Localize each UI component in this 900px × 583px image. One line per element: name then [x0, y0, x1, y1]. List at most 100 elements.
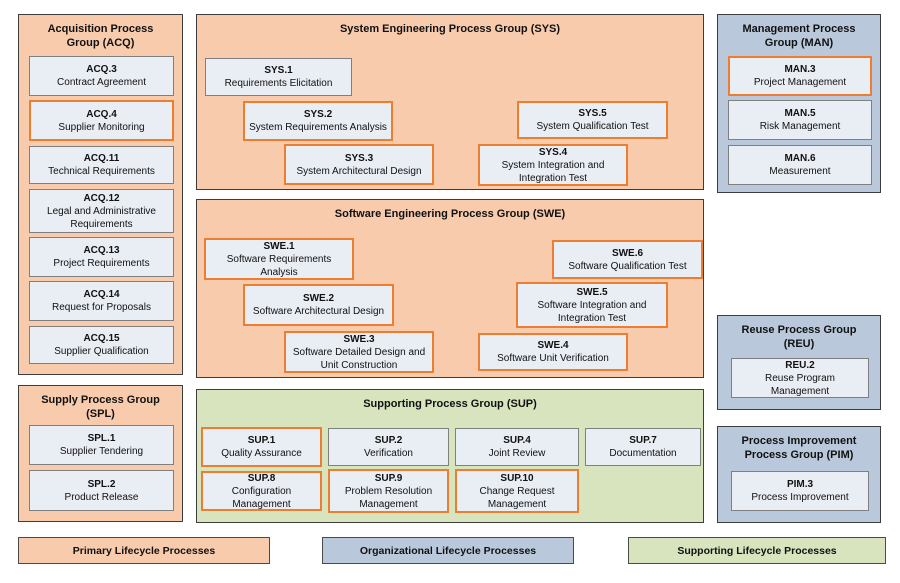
process-box-sup-10: SUP.10 Change Request Management — [455, 469, 579, 513]
legend-label: Supporting Lifecycle Processes — [677, 544, 837, 557]
process-name: Product Release — [64, 491, 139, 503]
process-box-acq-11: ACQ.11 Technical Requirements — [29, 146, 174, 184]
process-name: Software Integration and Integration Tes… — [537, 299, 647, 324]
process-name: Requirements Elicitation — [224, 78, 333, 89]
process-box-man-6: MAN.6 Measurement — [728, 145, 872, 185]
process-box-sys-2: SYS.2 System Requirements Analysis — [243, 101, 393, 141]
process-name: System Architectural Design — [296, 165, 422, 177]
process-name: Software Requirements Analysis — [226, 253, 332, 278]
process-box-sup-8: SUP.8 Configuration Management — [201, 471, 322, 511]
group-title-reu: Reuse Process Group (REU) — [741, 324, 857, 351]
process-code: SYS.3 — [344, 152, 374, 164]
process-box-acq-13: ACQ.13 Project Requirements — [29, 237, 174, 277]
process-name: Verification — [364, 448, 413, 459]
process-name: Software Architectural Design — [252, 306, 385, 317]
legend-organizational-lifecycle: Organizational Lifecycle Processes — [322, 537, 574, 564]
process-code: SUP.4 — [503, 435, 531, 446]
process-box-spl-2: SPL.2 Product Release — [29, 470, 174, 511]
legend-supporting-lifecycle: Supporting Lifecycle Processes — [628, 537, 886, 564]
group-sys: System Engineering Process Group (SYS) S… — [196, 14, 704, 190]
process-code: SUP.7 — [629, 435, 657, 446]
process-name: System Requirements Analysis — [249, 122, 387, 133]
process-code: ACQ.3 — [86, 64, 117, 75]
group-acq: Acquisition Process Group (ACQ) ACQ.3 Co… — [18, 14, 183, 375]
process-box-spl-1: SPL.1 Supplier Tendering — [29, 425, 174, 465]
process-code: ACQ.11 — [83, 153, 120, 164]
process-box-acq-15: ACQ.15 Supplier Qualification — [29, 326, 174, 364]
process-code: SUP.10 — [500, 472, 534, 484]
process-code: ACQ.15 — [83, 333, 120, 344]
group-title-acq: Acquisition Process Group (ACQ) — [47, 23, 154, 50]
process-box-sup-1: SUP.1 Quality Assurance — [201, 427, 322, 467]
process-name: Configuration Management — [231, 485, 292, 510]
legend-label: Organizational Lifecycle Processes — [359, 544, 537, 557]
process-code: SUP.1 — [247, 435, 276, 446]
group-reu: Reuse Process Group (REU) REU.2 Reuse Pr… — [717, 315, 881, 410]
process-name: Supplier Monitoring — [58, 121, 145, 133]
process-name: Reuse Program Management — [764, 372, 836, 397]
process-code: SWE.5 — [576, 286, 608, 298]
process-box-swe-4: SWE.4 Software Unit Verification — [478, 333, 628, 371]
process-name: Process Improvement — [751, 492, 849, 503]
process-code: MAN.3 — [784, 64, 816, 75]
group-sup: Supporting Process Group (SUP) SUP.1 Qua… — [196, 389, 704, 523]
process-code: SYS.1 — [264, 65, 293, 76]
process-code: SPL.2 — [87, 478, 116, 490]
process-box-man-5: MAN.5 Risk Management — [728, 100, 872, 140]
process-code: ACQ.13 — [83, 245, 120, 256]
process-box-sup-4: SUP.4 Joint Review — [455, 428, 579, 466]
process-box-sup-2: SUP.2 Verification — [328, 428, 449, 466]
process-code: MAN.6 — [784, 153, 816, 164]
process-name: Problem Resolution Management — [344, 485, 433, 510]
process-box-reu-2: REU.2 Reuse Program Management — [731, 358, 869, 398]
process-name: Measurement — [769, 166, 831, 177]
process-name: Software Qualification Test — [568, 260, 687, 272]
process-code: REU.2 — [785, 359, 815, 371]
process-box-sys-5: SYS.5 System Qualification Test — [517, 101, 668, 139]
group-title-pim: Process Improvement Process Group (PIM) — [741, 435, 857, 462]
process-box-sup-9: SUP.9 Problem Resolution Management — [328, 469, 449, 513]
process-code: SWE.3 — [343, 333, 375, 345]
process-name: Supplier Tendering — [59, 446, 144, 457]
process-box-acq-4: ACQ.4 Supplier Monitoring — [29, 100, 174, 141]
process-name: System Qualification Test — [536, 121, 649, 132]
process-box-swe-1: SWE.1 Software Requirements Analysis — [204, 238, 354, 280]
process-box-swe-5: SWE.5 Software Integration and Integrati… — [516, 282, 668, 328]
process-name: Documentation — [609, 448, 677, 459]
process-box-acq-3: ACQ.3 Contract Agreement — [29, 56, 174, 96]
process-code: ACQ.4 — [86, 108, 117, 120]
process-code: SWE.4 — [537, 340, 569, 351]
process-name: Technical Requirements — [48, 166, 155, 177]
process-code: ACQ.12 — [83, 192, 120, 204]
group-man: Management Process Group (MAN) MAN.3 Pro… — [717, 14, 881, 193]
process-name: Software Unit Verification — [497, 353, 609, 364]
group-spl: Supply Process Group (SPL) SPL.1 Supplie… — [18, 385, 183, 522]
process-code: SYS.4 — [538, 146, 568, 158]
process-box-man-3: MAN.3 Project Management — [728, 56, 872, 96]
process-code: SUP.8 — [247, 472, 276, 484]
group-title-man: Management Process Group (MAN) — [742, 23, 856, 50]
process-code: SPL.1 — [87, 433, 116, 444]
process-box-swe-3: SWE.3 Software Detailed Design and Unit … — [284, 331, 434, 373]
process-code: SWE.6 — [611, 247, 644, 259]
process-name: Quality Assurance — [221, 448, 302, 459]
process-box-sup-7: SUP.7 Documentation — [585, 428, 701, 466]
process-code: ACQ.14 — [83, 289, 120, 300]
process-name: Legal and Administrative Requirements — [47, 205, 156, 230]
process-box-acq-12: ACQ.12 Legal and Administrative Requirem… — [29, 189, 174, 233]
process-code: SUP.2 — [374, 435, 403, 446]
process-name: Risk Management — [759, 121, 841, 132]
process-box-swe-6: SWE.6 Software Qualification Test — [552, 240, 703, 279]
process-code: PIM.3 — [786, 479, 814, 490]
process-name: Request for Proposals — [52, 302, 151, 313]
process-name: System Integration and Integration Test — [501, 159, 605, 184]
group-title-spl: Supply Process Group (SPL) — [41, 394, 160, 421]
process-code: SUP.9 — [374, 472, 403, 484]
process-code: SYS.5 — [578, 108, 607, 119]
process-box-acq-14: ACQ.14 Request for Proposals — [29, 281, 174, 321]
process-name: Project Management — [753, 77, 847, 88]
process-name: Change Request Management — [479, 485, 555, 510]
process-name: Joint Review — [488, 448, 546, 459]
process-box-swe-2: SWE.2 Software Architectural Design — [243, 284, 394, 326]
